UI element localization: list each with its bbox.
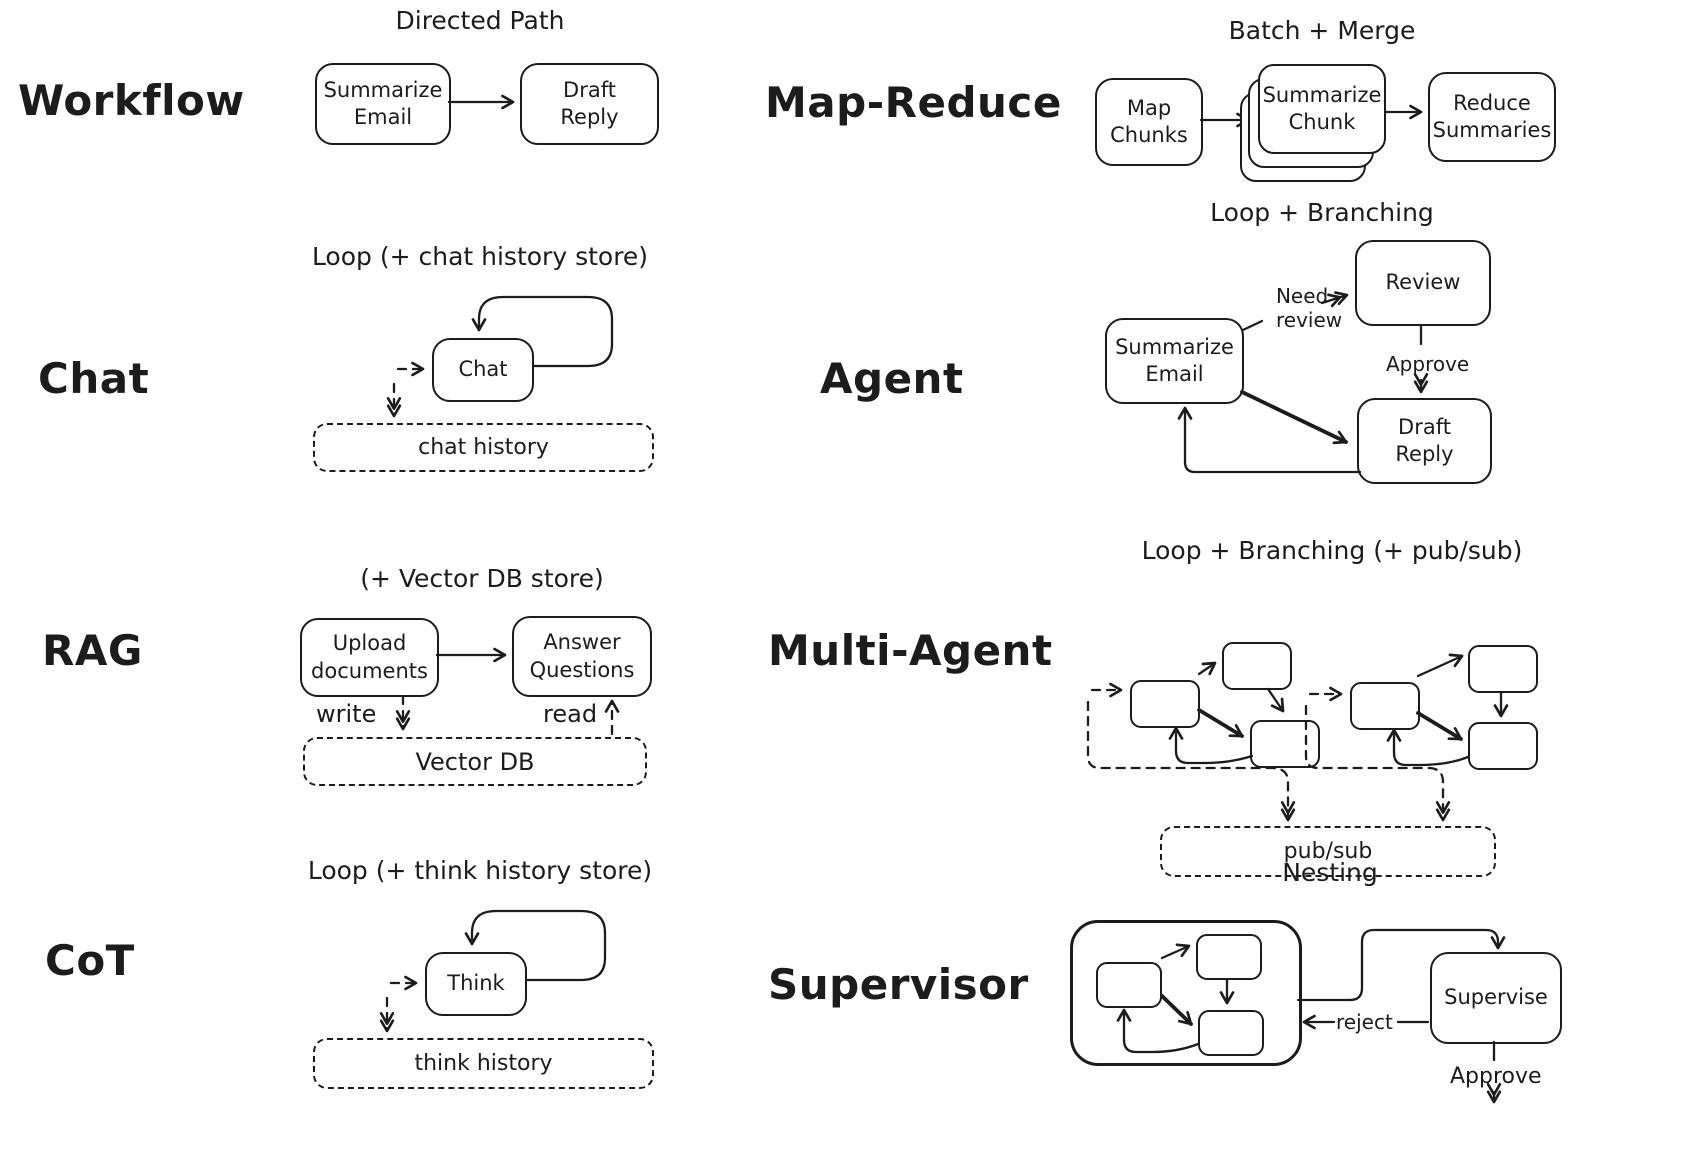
agent-title: Loop + Branching: [1210, 198, 1434, 227]
workflow-title: Directed Path: [395, 6, 565, 35]
multi-agent-left-cluster-box: [1222, 642, 1292, 690]
edge-label-read: read: [543, 700, 598, 728]
supervisor-title: Nesting: [1282, 858, 1378, 887]
multi-agent-right-cluster-box: [1468, 645, 1538, 693]
workflow-label: Workflow: [18, 76, 245, 125]
supervisor-label: Supervisor: [768, 960, 1029, 1009]
node-reduce-summaries: Reduce Summaries: [1428, 72, 1556, 162]
node-review: Review: [1355, 240, 1491, 326]
supervisor-inner-box: [1196, 934, 1262, 980]
cot-label: CoT: [45, 936, 135, 985]
node-map-chunks: Map Chunks: [1095, 78, 1203, 166]
multi-agent-right-cluster-box: [1468, 722, 1538, 770]
node-answer-questions: Answer Questions: [512, 616, 652, 697]
chat-title: Loop (+ chat history store): [311, 242, 649, 271]
node-agent-summarize-email: Summarize Email: [1105, 318, 1244, 404]
multi-agent-label: Multi-Agent: [768, 626, 1053, 675]
edge-label-reject: reject: [1336, 1010, 1393, 1034]
edge-label-approve: Approve: [1386, 352, 1470, 376]
multi-agent-left-cluster-box: [1130, 680, 1200, 728]
node-draft-reply: Draft Reply: [520, 63, 659, 145]
node-supervise: Supervise: [1430, 952, 1562, 1044]
map-reduce-title: Batch + Merge: [1228, 16, 1416, 45]
think-history-store: think history: [313, 1038, 654, 1089]
edge-label-need-review: Need review: [1275, 284, 1343, 332]
edge-label-supervisor-approve: Approve: [1450, 1064, 1542, 1089]
node-think: Think: [425, 952, 527, 1016]
supervisor-inner-box: [1096, 962, 1162, 1008]
pub-sub-store: pub/sub: [1160, 826, 1496, 877]
cot-title: Loop (+ think history store): [307, 856, 653, 885]
rag-label: RAG: [42, 626, 143, 675]
node-agent-draft-reply: Draft Reply: [1357, 398, 1492, 484]
rag-title: (+ Vector DB store): [360, 564, 604, 593]
chat-label: Chat: [38, 354, 150, 403]
node-chat: Chat: [432, 338, 534, 402]
chat-history-store: chat history: [313, 423, 654, 472]
edge-label-write: write: [316, 700, 377, 728]
node-upload-documents: Upload documents: [300, 618, 439, 697]
map-reduce-label: Map-Reduce: [765, 78, 1062, 127]
agent-label: Agent: [820, 354, 964, 403]
node-summarize-email: Summarize Email: [315, 63, 451, 145]
multi-agent-right-cluster-box: [1350, 682, 1420, 730]
node-summarize-chunk: Summarize Chunk: [1258, 64, 1386, 154]
multi-agent-title: Loop + Branching (+ pub/sub): [1141, 536, 1523, 565]
supervisor-inner-box: [1198, 1010, 1264, 1056]
vector-db-store: Vector DB: [303, 737, 647, 786]
multi-agent-left-cluster-box: [1250, 720, 1320, 768]
